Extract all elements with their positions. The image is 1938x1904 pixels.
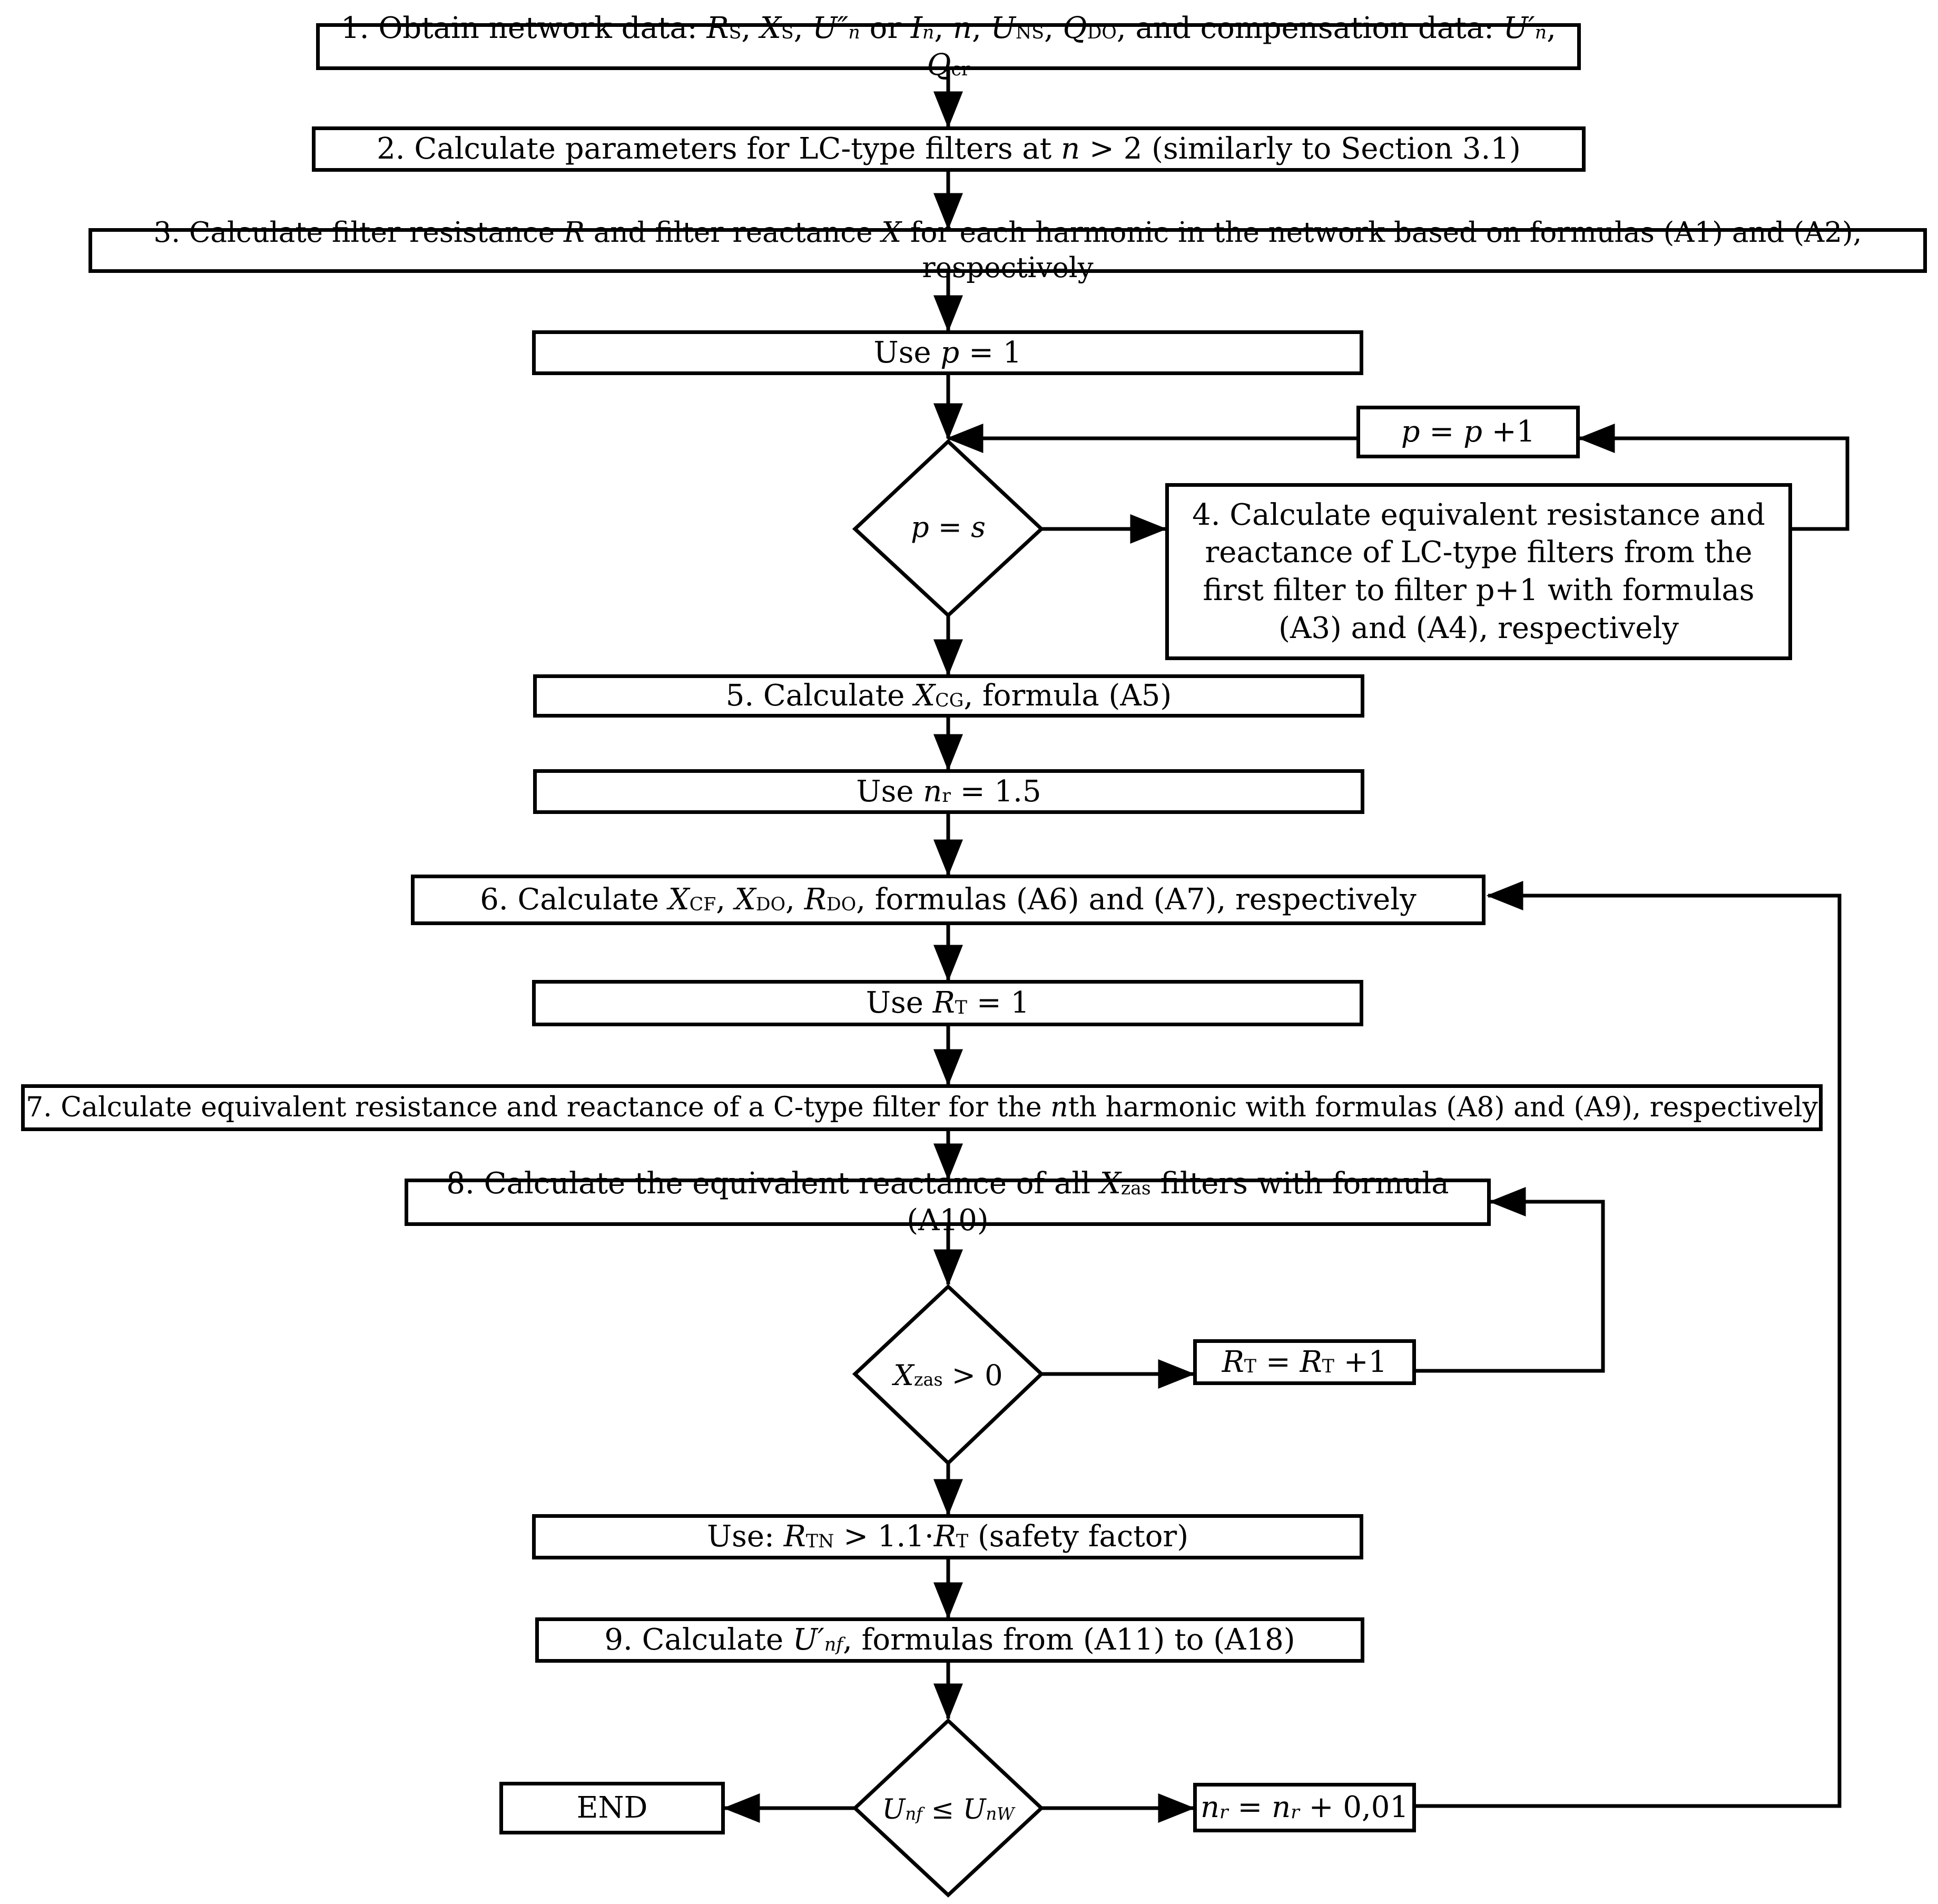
increment-p: p = p +1 bbox=[1356, 406, 1580, 458]
decision-p-equals-s-label: p = s bbox=[911, 510, 986, 544]
step-4-equivalent-lc-filters: 4. Calculate equivalent resistance and r… bbox=[1165, 483, 1792, 660]
step-5-calculate-xcg: 5. Calculate XCG, formula (A5) bbox=[533, 674, 1364, 718]
step-7-c-type-filter: 7. Calculate equivalent resistance and r… bbox=[21, 1084, 1823, 1131]
decision-xzas-positive-label: Xzas > 0 bbox=[893, 1358, 1003, 1392]
step-1-obtain-network-data: 1. Obtain network data: RS, XS, U″n or I… bbox=[316, 11, 1581, 82]
loop-rtinc-to-b8 bbox=[1416, 1187, 1605, 1373]
step-2-calculate-lc-parameters: 2. Calculate parameters for LC-type filt… bbox=[312, 126, 1586, 172]
decision-xzas-positive bbox=[852, 1284, 1045, 1466]
end-terminal: END bbox=[499, 1782, 725, 1834]
step-3-calculate-filter-r-x: 3. Calculate filter resistance R and fil… bbox=[88, 217, 1927, 284]
increment-rt: RT = RT +1 bbox=[1193, 1339, 1416, 1385]
step-6-calculate-xcf-xdo-rdo: 6. Calculate XCF, XDO, RDO, formulas (A6… bbox=[411, 875, 1486, 925]
decision-unf-le-unw bbox=[852, 1718, 1045, 1898]
decision-p-equals-s bbox=[852, 439, 1045, 618]
use-rtn-safety-factor: Use: RTN > 1.1·RT (safety factor) bbox=[532, 1514, 1363, 1559]
step-9-calculate-unf: 9. Calculate U′nf, formulas from (A11) t… bbox=[535, 1617, 1364, 1663]
use-p-equals-1: Use p = 1 bbox=[532, 330, 1363, 375]
loop-b4-to-pinc bbox=[1578, 424, 1850, 531]
loop-nrinc-to-b6 bbox=[1416, 881, 1842, 1808]
use-nr-equals-1-5: Use nr = 1.5 bbox=[533, 769, 1364, 814]
decision-unf-le-unw-label: Unf ≤ UnW bbox=[882, 1794, 1015, 1826]
use-rt-equals-1: Use RT = 1 bbox=[532, 980, 1363, 1026]
increment-nr: nr = nr + 0,01 bbox=[1193, 1783, 1416, 1832]
step-8-equivalent-reactance: 8. Calculate the equivalent reactance of… bbox=[405, 1166, 1491, 1238]
